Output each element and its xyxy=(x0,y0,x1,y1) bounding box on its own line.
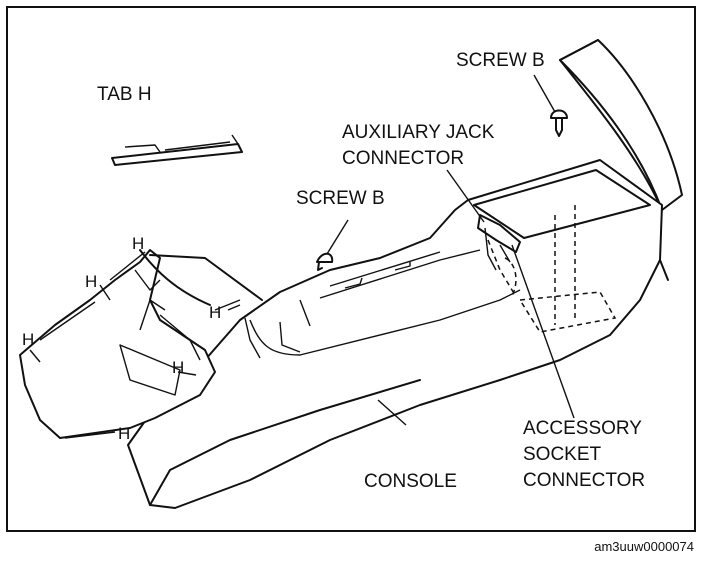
screw-b-top-label: SCREW B xyxy=(456,50,545,71)
aux-jack-label-line2: CONNECTOR xyxy=(342,148,464,169)
screw-b-mid-label: SCREW B xyxy=(296,188,385,209)
tab-h-label: TAB H xyxy=(97,84,152,105)
tab-h-marker: H xyxy=(172,358,184,377)
tab-h-marker: H xyxy=(22,330,34,349)
aux-jack-connector-icon xyxy=(477,214,521,271)
console-label: CONSOLE xyxy=(364,471,457,492)
aux-jack-label-line1: AUXILIARY JACK xyxy=(342,122,495,143)
console-body xyxy=(127,159,669,509)
accessory-label-line2: SOCKET xyxy=(523,444,602,465)
screw-b-icon xyxy=(550,109,568,137)
accessory-socket-connector-icon xyxy=(499,244,517,297)
front-trim-panel xyxy=(19,249,263,439)
hidden-lines xyxy=(487,205,617,333)
screw-b-mid-icon xyxy=(316,252,334,271)
leader-lines xyxy=(214,74,575,426)
tab-h-marker: H xyxy=(85,272,97,291)
tab-h-marker: H xyxy=(209,303,221,322)
tab-h-marker: H xyxy=(118,424,130,443)
reference-code: am3uuw0000074 xyxy=(594,539,694,554)
tab-h-marker: H xyxy=(132,234,144,253)
accessory-label-line1: ACCESSORY xyxy=(523,418,642,439)
tab-h-markers xyxy=(39,251,241,439)
accessory-label-line3: CONNECTOR xyxy=(523,470,645,491)
tab-h-detail xyxy=(111,134,243,166)
